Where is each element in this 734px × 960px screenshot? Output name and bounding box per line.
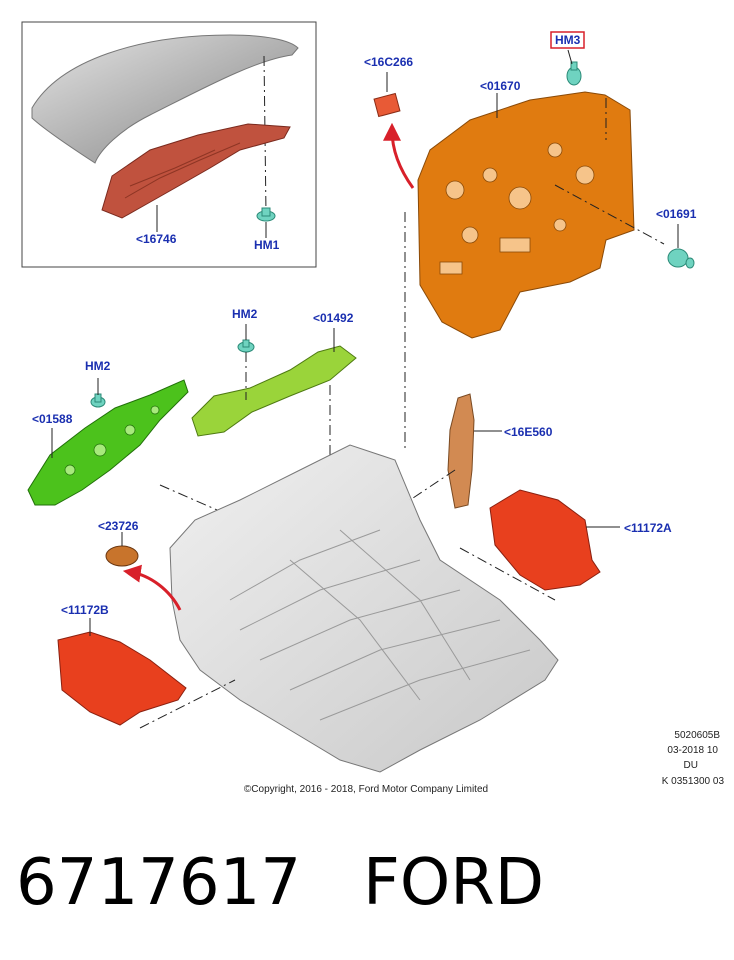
grommet-01691 — [667, 248, 695, 269]
meta-line-4: K 0351300 03 — [662, 776, 725, 787]
label-01588: <01588 — [32, 412, 73, 426]
arrow-16c266 — [383, 122, 415, 189]
leader-01588-to-body — [159, 484, 241, 521]
label-hm2-upper: HM2 — [232, 307, 258, 321]
plug-23726 — [105, 545, 139, 567]
leader-hm1 — [263, 55, 267, 215]
meta-line-2: 03-2018 10 — [667, 745, 718, 756]
leader-11172b-to-body — [139, 679, 236, 729]
label-01492: <01492 — [313, 311, 354, 325]
meta-line-3: DU — [684, 760, 698, 771]
part-number: 6717617 — [16, 846, 302, 920]
pad-16c266 — [373, 92, 401, 118]
label-16e560: <16E560 — [504, 425, 553, 439]
label-11172b: <11172B — [61, 603, 109, 617]
arrow-23726 — [122, 564, 182, 611]
label-01670: <01670 — [480, 79, 521, 93]
leader-01691 — [554, 184, 665, 245]
floor-pan-body — [169, 444, 559, 773]
copyright-text: ©Copyright, 2016 - 2018, Ford Motor Comp… — [244, 784, 488, 795]
floor-mat-11172a — [489, 489, 601, 591]
floor-pan-ribs — [229, 529, 531, 721]
leader-11172a-to-body — [459, 547, 556, 601]
roof-inset-frame — [21, 21, 317, 268]
label-01691: <01691 — [656, 207, 697, 221]
green-insulator-cutouts — [64, 405, 160, 476]
label-16c266: <16C266 — [364, 55, 413, 69]
roof-insulator-16746 — [101, 123, 291, 219]
label-16746: <16746 — [136, 232, 177, 246]
label-hm3: HM3 — [555, 33, 581, 47]
tan-pad-16e560 — [447, 393, 475, 509]
clip-hm3 — [566, 61, 582, 86]
clip-hm1 — [256, 207, 276, 222]
label-11172a: <11172A — [624, 521, 672, 535]
brand-name: FORD — [363, 846, 544, 920]
leader-hm3 — [567, 49, 573, 65]
roof-insulator-detail — [124, 142, 241, 199]
leader-16e560-to-body — [409, 469, 456, 501]
lime-insulator-01492 — [191, 345, 357, 437]
meta-line-1: 5020605B — [674, 730, 720, 741]
floor-mat-11172b — [57, 631, 187, 726]
clip-hm2-left — [90, 393, 106, 408]
label-23726: <23726 — [98, 519, 139, 533]
label-hm2-left: HM2 — [85, 359, 111, 373]
bottom-caption: 6717617 FORD — [16, 838, 544, 928]
label-hm1: HM1 — [254, 238, 280, 252]
dash-panel-cutouts — [439, 142, 595, 275]
parts-diagram: <16C266 HM3 <01670 <16746 HM1 <01691 HM2… — [21, 21, 725, 795]
hm3-highlight-box — [550, 31, 585, 49]
dash-panel-insulator-01670 — [417, 91, 635, 339]
clip-hm2-upper — [237, 339, 255, 353]
